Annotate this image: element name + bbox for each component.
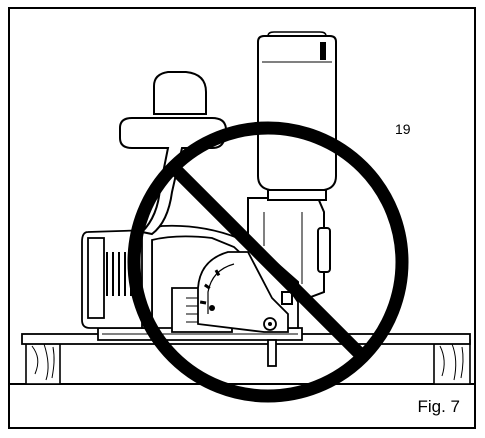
blade-guard: [197, 251, 289, 333]
callout-number: 19: [395, 121, 411, 137]
figure-caption: Fig. 7: [417, 397, 460, 416]
figure-frame: 19 Fig. 7: [8, 7, 476, 429]
right-support-block: [433, 339, 471, 385]
prohibition-slash: [169, 163, 367, 361]
saw-base-plate: [97, 327, 303, 367]
battery-pack: [257, 31, 337, 201]
prohibition-ring: [127, 121, 409, 403]
circular-saw-prohibited-illustration: [10, 31, 474, 403]
left-support-block: [25, 339, 61, 385]
prohibition-symbol: [127, 121, 409, 403]
